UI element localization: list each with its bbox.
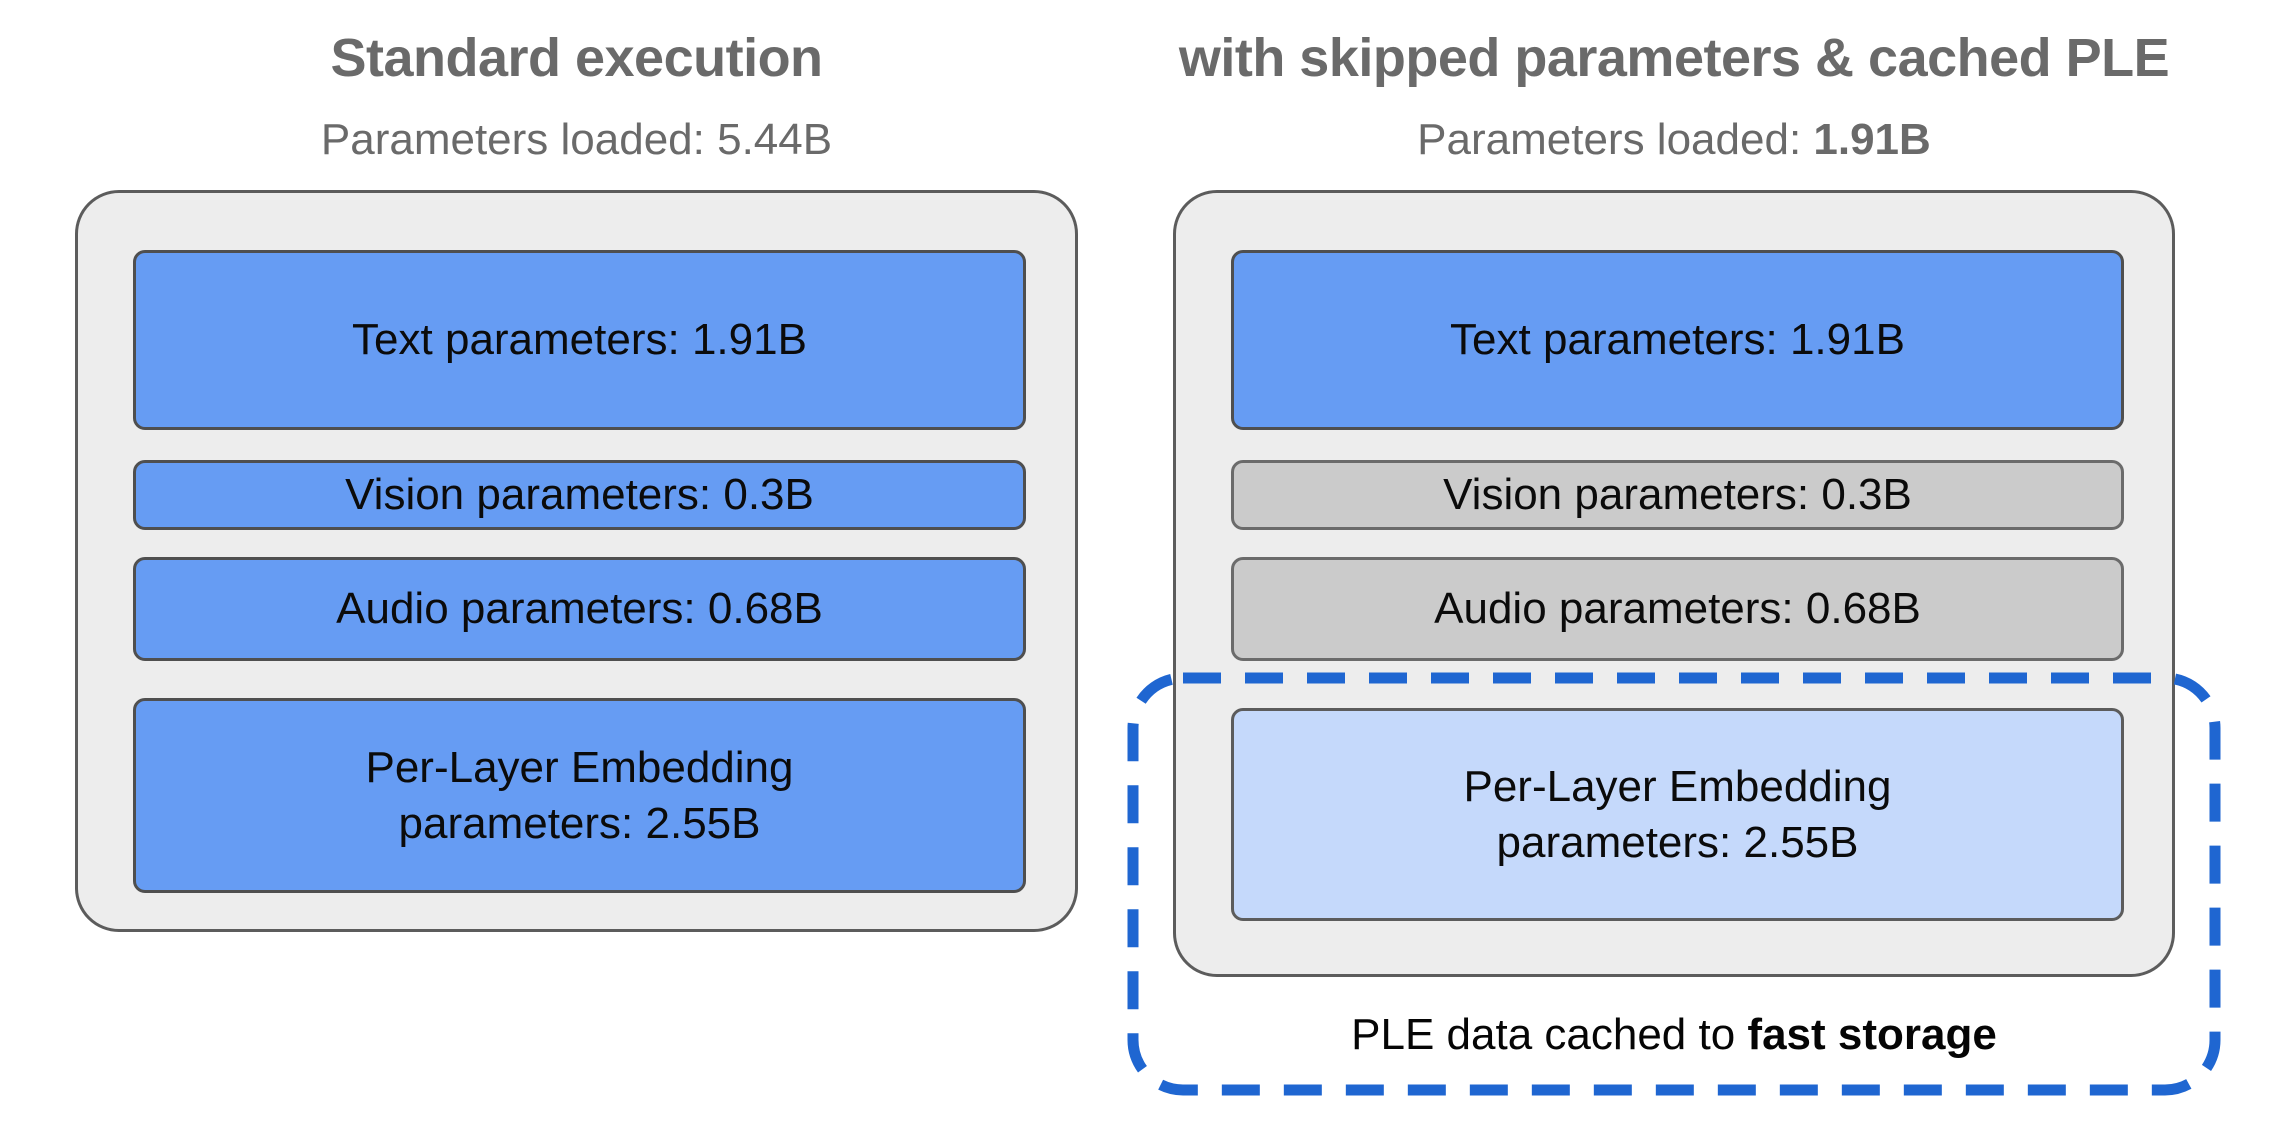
left-model-container: Text parameters: 1.91B Vision parameters… [75, 190, 1078, 932]
right-vision-parameters-label: Vision parameters: 0.3B [1443, 470, 1912, 519]
right-vision-parameters-box-skipped: Vision parameters: 0.3B [1231, 460, 2124, 530]
ple-cache-caption: PLE data cached to fast storage [1173, 1008, 2175, 1062]
right-text-parameters-label: Text parameters: 1.91B [1450, 315, 1905, 364]
ple-cache-caption-prefix: PLE data cached to [1351, 1010, 1748, 1059]
right-text-parameters-box: Text parameters: 1.91B [1231, 250, 2124, 430]
left-vision-parameters-box: Vision parameters: 0.3B [133, 460, 1026, 530]
left-panel-subtitle: Parameters loaded: 5.44B [75, 112, 1078, 168]
left-subtitle-value: 5.44B [717, 115, 833, 164]
right-audio-parameters-label: Audio parameters: 0.68B [1434, 584, 1921, 633]
left-vision-parameters-label: Vision parameters: 0.3B [345, 470, 814, 519]
right-model-container: Text parameters: 1.91B Vision parameters… [1173, 190, 2175, 977]
right-panel-title: with skipped parameters & cached PLE [1178, 28, 2170, 88]
left-ple-parameters-box: Per-Layer Embedding parameters: 2.55B [133, 698, 1026, 893]
right-ple-parameters-box-cached: Per-Layer Embedding parameters: 2.55B [1231, 708, 2124, 921]
left-text-parameters-box: Text parameters: 1.91B [133, 250, 1026, 430]
right-subtitle-prefix: Parameters loaded: [1417, 115, 1814, 164]
left-ple-parameters-label: Per-Layer Embedding parameters: 2.55B [365, 742, 794, 848]
right-panel-subtitle: Parameters loaded: 1.91B [1173, 112, 2175, 168]
left-subtitle-prefix: Parameters loaded: [320, 115, 718, 164]
right-subtitle-value: 1.91B [1813, 115, 1931, 164]
left-panel-title: Standard execution [330, 28, 823, 88]
ple-cache-dashed-outline [1127, 672, 2221, 1096]
left-text-parameters-label: Text parameters: 1.91B [352, 315, 807, 364]
left-audio-parameters-label: Audio parameters: 0.68B [336, 584, 823, 633]
right-audio-parameters-box-skipped: Audio parameters: 0.68B [1231, 557, 2124, 661]
left-audio-parameters-box: Audio parameters: 0.68B [133, 557, 1026, 661]
ple-cache-caption-bold: fast storage [1747, 1010, 1997, 1059]
right-ple-parameters-label: Per-Layer Embedding parameters: 2.55B [1463, 761, 1892, 867]
